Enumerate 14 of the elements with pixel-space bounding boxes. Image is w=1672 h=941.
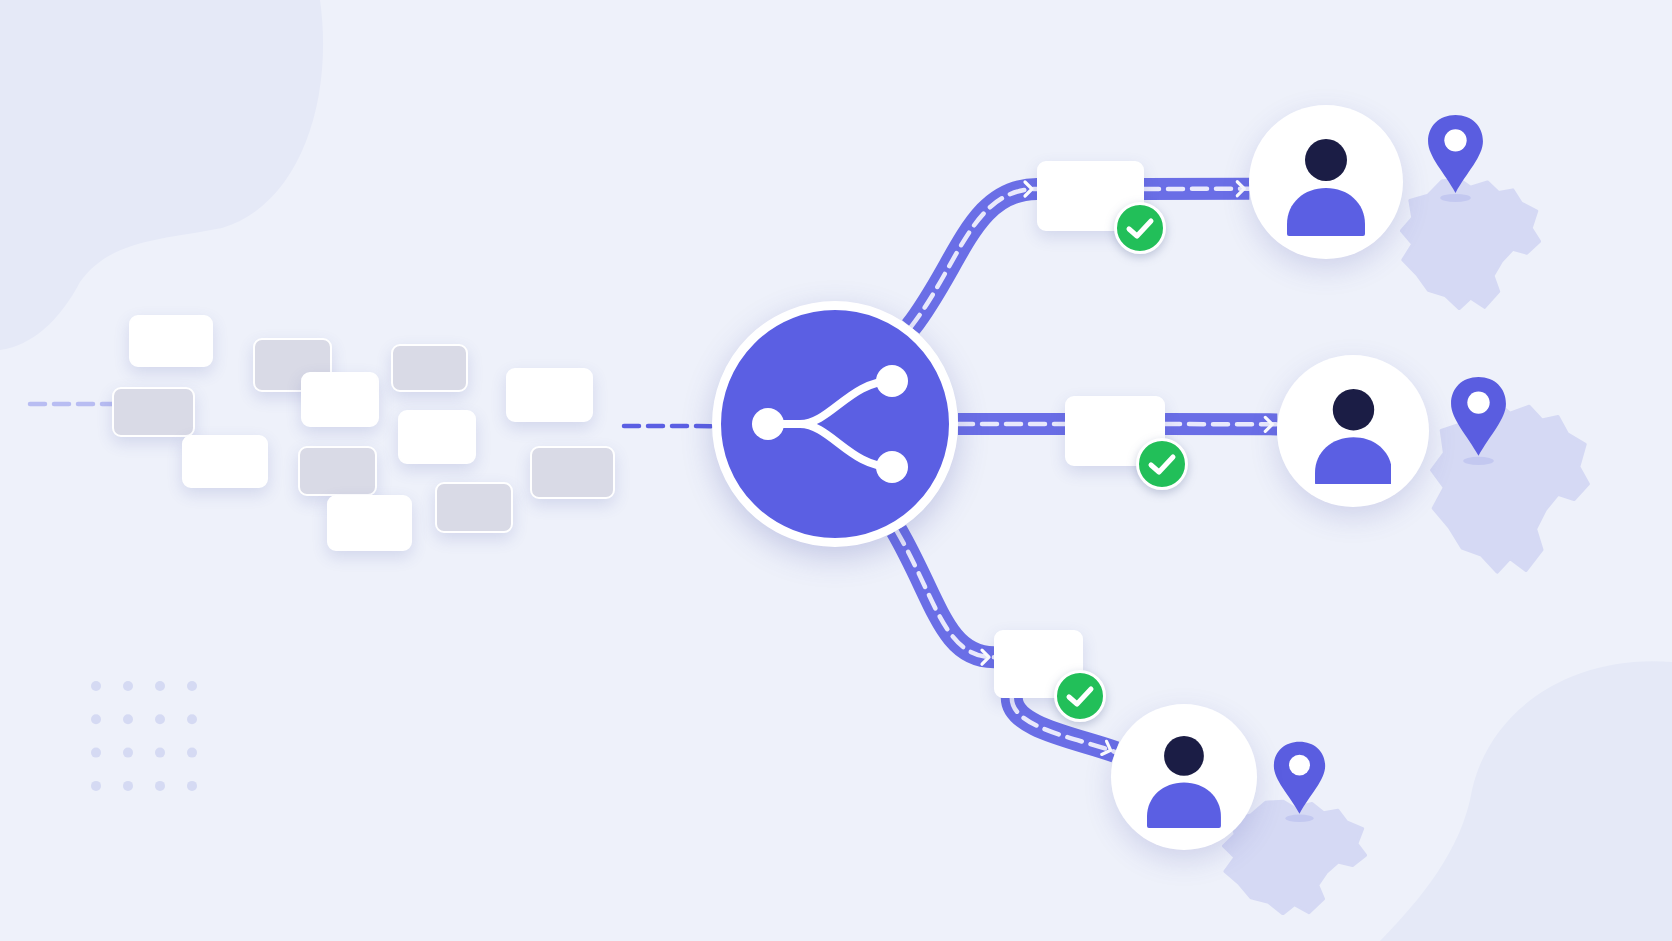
placeholder-card xyxy=(530,446,615,499)
placeholder-card xyxy=(112,387,195,437)
placeholder-card xyxy=(327,495,412,551)
placeholder-card xyxy=(298,446,377,496)
placeholder-card xyxy=(129,315,213,367)
placeholder-card xyxy=(398,410,476,464)
placeholder-card xyxy=(506,368,593,422)
placeholder-card xyxy=(391,344,468,392)
route-card xyxy=(1065,396,1165,466)
route-card xyxy=(1037,161,1144,231)
placeholder-card xyxy=(182,435,268,488)
placeholder-card xyxy=(301,372,379,427)
dashed-arrow xyxy=(1009,695,1118,757)
placeholder-card xyxy=(435,482,513,533)
